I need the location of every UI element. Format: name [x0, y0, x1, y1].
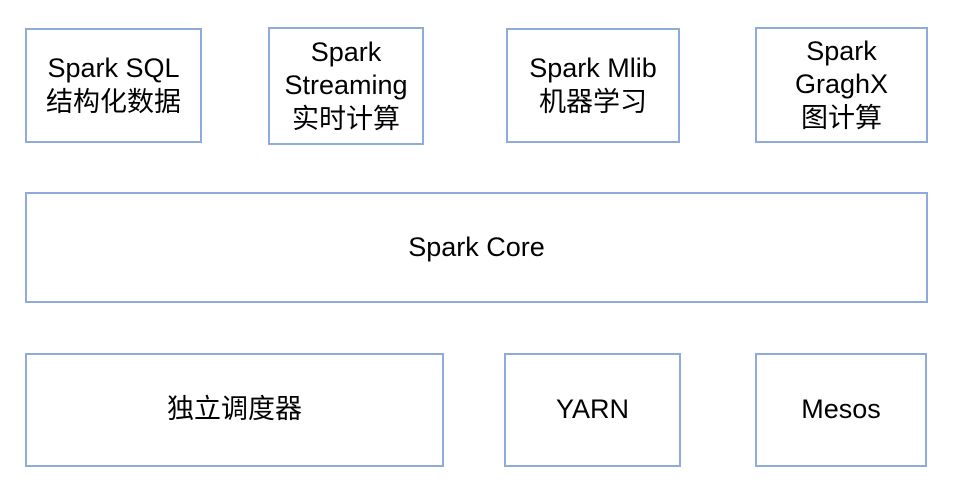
- box-spark-sql-line-2: 结构化数据: [46, 86, 181, 117]
- box-standalone-scheduler: 独立调度器: [25, 353, 444, 467]
- box-spark-sql: Spark SQL 结构化数据: [25, 28, 202, 143]
- box-yarn-line-1: YARN: [555, 394, 629, 425]
- box-spark-graghx: Spark GraghX 图计算: [755, 27, 928, 143]
- box-spark-streaming-line-3: 实时计算: [292, 103, 400, 134]
- box-spark-mlib-line-2: 机器学习: [539, 86, 647, 117]
- box-spark-graghx-line-3: 图计算: [801, 102, 882, 133]
- box-spark-core: Spark Core: [25, 192, 928, 303]
- box-spark-core-line-1: Spark Core: [408, 231, 545, 262]
- box-spark-mlib-line-1: Spark Mlib: [529, 53, 657, 84]
- box-yarn: YARN: [504, 353, 681, 467]
- box-spark-mlib: Spark Mlib 机器学习: [506, 28, 680, 143]
- box-spark-sql-line-1: Spark SQL: [47, 53, 180, 84]
- box-spark-graghx-line-1: Spark: [806, 36, 877, 67]
- box-spark-streaming: Spark Streaming 实时计算: [268, 27, 424, 145]
- box-spark-streaming-line-2: Streaming: [284, 70, 408, 101]
- box-spark-streaming-line-1: Spark: [310, 37, 382, 68]
- box-mesos-line-1: Mesos: [801, 394, 881, 425]
- box-spark-graghx-line-2: GraghX: [794, 69, 889, 100]
- box-standalone-scheduler-line-1: 独立调度器: [167, 394, 302, 425]
- box-mesos: Mesos: [755, 353, 927, 467]
